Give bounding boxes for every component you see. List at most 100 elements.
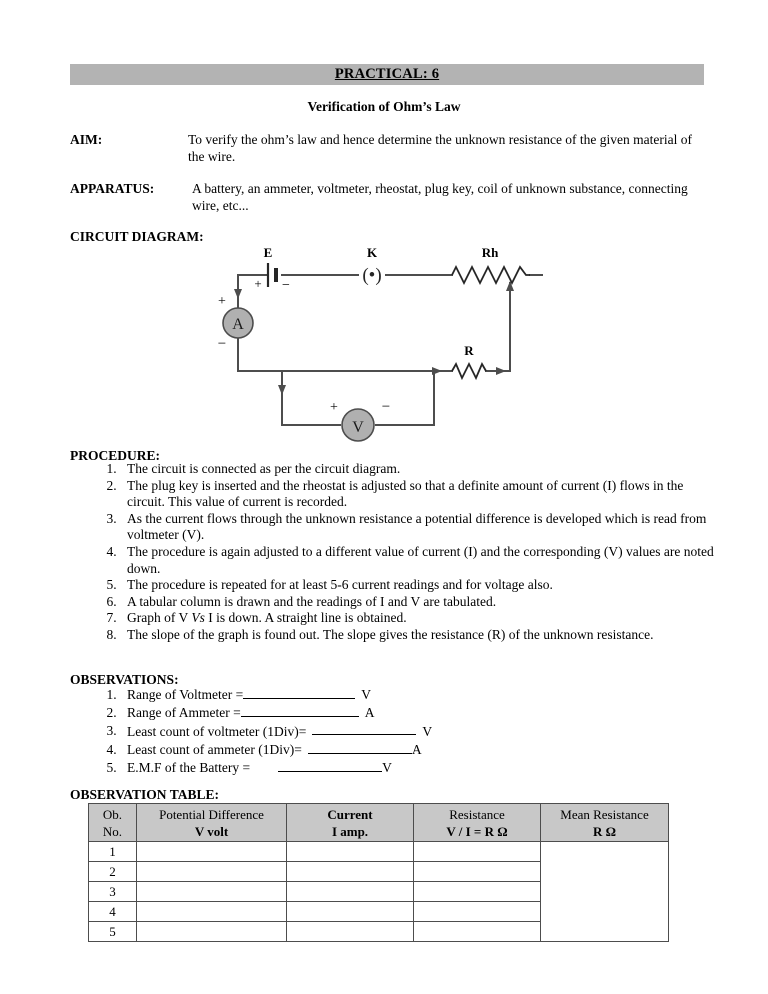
aim-text: To verify the ohm’s law and hence determ… [188, 132, 693, 164]
ammeter-label: A [232, 316, 244, 333]
circuit-diagram-heading: CIRCUIT DIAGRAM: [70, 229, 204, 244]
procedure-heading: PROCEDURE: [70, 448, 160, 463]
procedure-step: The plug key is inserted and the rheosta… [120, 478, 720, 511]
observation-blank-field[interactable] [243, 685, 356, 699]
cell-resistance[interactable] [413, 861, 541, 882]
observations-heading: OBSERVATIONS: [70, 672, 179, 687]
procedure-step-post: I is down. A straight line is obtained. [204, 610, 407, 626]
battery-label: E [264, 245, 273, 260]
ammeter-plus-label: + [218, 294, 226, 309]
procedure-step: The procedure is again adjusted to a dif… [120, 544, 720, 577]
observation-blank-field[interactable] [240, 703, 359, 718]
circuit-diagram: E + − (•) K Rh R A + − [218, 245, 543, 442]
cell-ob-no: 5 [88, 921, 137, 942]
column-header-mean-resistance: Mean Resistance R Ω [540, 803, 669, 842]
practical-title-bar: PRACTICAL: 6 [70, 64, 704, 85]
observation-blank-field[interactable] [307, 740, 412, 754]
observation-table: Ob. No. Potential Difference V volt Curr… [88, 803, 669, 942]
current-direction-arrows [278, 367, 506, 395]
column-header-current: Current I amp. [286, 803, 414, 842]
column-header-ob-no: Ob. No. [88, 803, 137, 842]
procedure-step: The procedure is repeated for at least 5… [120, 577, 720, 594]
observation-unit: V [382, 760, 392, 776]
header-line-2: No. [102, 823, 123, 839]
cell-potential-difference[interactable] [136, 881, 287, 902]
observation-unit: V [422, 723, 433, 739]
procedure-step: The circuit is connected as per the circ… [120, 461, 720, 478]
observation-unit: A [364, 705, 375, 721]
observation-item: E.M.F of the Battery = V [120, 758, 620, 776]
cell-resistance[interactable] [413, 841, 541, 862]
column-header-resistance: Resistance V / I = R Ω [413, 803, 541, 842]
procedure-step: The slope of the graph is found out. The… [120, 627, 720, 644]
ammeter-current-arrow [234, 289, 242, 299]
header-line-1: Ob. [102, 806, 123, 822]
cell-current[interactable] [286, 861, 414, 882]
header-line-2: R Ω [592, 823, 617, 839]
observation-item: Range of Ammeter = A [120, 703, 620, 721]
cell-ob-no: 4 [88, 901, 137, 922]
aim-section: AIM: To verify the ohm’s law and hence d… [70, 132, 710, 172]
apparatus-text: A battery, an ammeter, voltmeter, rheost… [192, 181, 688, 213]
voltmeter-minus-label: − [382, 399, 390, 415]
cell-potential-difference[interactable] [136, 921, 287, 942]
cell-potential-difference[interactable] [136, 901, 287, 922]
cell-current[interactable] [286, 841, 414, 862]
cell-resistance[interactable] [413, 881, 541, 902]
observation-unit: A [411, 741, 422, 757]
table-row: 5 [88, 921, 669, 942]
observation-unit: V [361, 686, 371, 702]
voltmeter-symbol: V + − [330, 399, 390, 442]
observation-item: Least count of voltmeter (1Div)= V [120, 722, 620, 740]
header-line-2: V volt [194, 823, 229, 839]
observation-text: Least count of voltmeter (1Div)= [127, 723, 307, 739]
observations-list: Range of Voltmeter = V Range of Ammeter =… [98, 685, 620, 777]
rheostat-wiper-arrow [506, 281, 514, 291]
ammeter-minus-label: − [218, 336, 226, 352]
cell-resistance[interactable] [413, 901, 541, 922]
observation-blank-field[interactable] [278, 758, 383, 773]
resistance-label: R [464, 343, 474, 358]
column-header-potential-difference: Potential Difference V volt [136, 803, 287, 842]
table-row: 1 [88, 841, 669, 942]
cell-mean-resistance[interactable] [540, 841, 669, 942]
cell-current[interactable] [286, 901, 414, 922]
cell-ob-no: 1 [88, 841, 137, 862]
cell-current[interactable] [286, 921, 414, 942]
observation-blank-field[interactable] [312, 722, 417, 736]
header-line-1: Potential Difference [159, 806, 264, 822]
battery-symbol: E + − [254, 245, 290, 293]
page-title: PRACTICAL: 6 [334, 66, 440, 82]
voltmeter-label: V [352, 419, 364, 436]
cell-ob-no: 3 [88, 881, 137, 902]
procedure-list: The circuit is connected as per the circ… [98, 461, 720, 644]
cell-potential-difference[interactable] [136, 861, 287, 882]
resistance-symbol: R [451, 343, 487, 381]
table-header-row: Ob. No. Potential Difference V volt Curr… [88, 803, 669, 842]
header-line-2: V / I = R Ω [446, 823, 508, 839]
observation-text: Range of Ammeter = [127, 705, 241, 721]
observation-text: Range of Voltmeter = [127, 686, 244, 702]
ammeter-symbol: A + − [218, 289, 254, 352]
key-label: K [367, 245, 378, 260]
cell-current[interactable] [286, 881, 414, 902]
document-subtitle: Verification of Ohm’s Law [307, 99, 461, 114]
procedure-step-pre: Graph of V [127, 610, 192, 626]
cell-potential-difference[interactable] [136, 841, 287, 862]
rheostat-symbol: Rh [451, 245, 530, 291]
header-line-2: I amp. [331, 823, 369, 839]
apparatus-label: APPARATUS: [70, 181, 155, 196]
cell-resistance[interactable] [413, 921, 541, 942]
procedure-step-italic: Vs [191, 610, 205, 626]
key-glyph: (•) [362, 265, 381, 286]
voltmeter-plus-label: + [330, 400, 338, 415]
procedure-step: As the current flows through the unknown… [120, 511, 720, 544]
header-line-1: Mean Resistance [560, 806, 649, 822]
observation-item: Least count of ammeter (1Div)=A [120, 740, 620, 758]
observation-table-heading: OBSERVATION TABLE: [70, 787, 219, 802]
observation-text: E.M.F of the Battery = [127, 760, 251, 776]
cell-ob-no: 2 [88, 861, 137, 882]
apparatus-section: APPARATUS: A battery, an ammeter, voltme… [70, 181, 710, 221]
table-row: 3 [88, 881, 669, 902]
